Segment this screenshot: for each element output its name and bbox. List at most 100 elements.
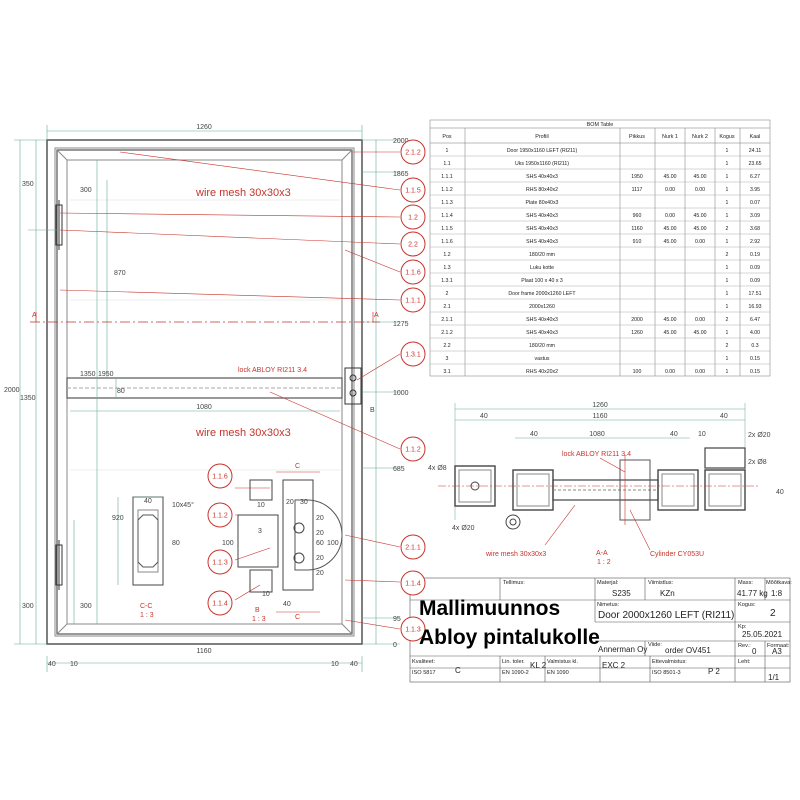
bom-cell: 1.1.2 [441, 187, 453, 193]
bom-cell: 1.1.5 [441, 226, 453, 232]
callout-bubble-circle [400, 204, 426, 230]
section-aa-leaders [544, 457, 651, 551]
tb-kvaliteet: ISO 5817 [412, 670, 436, 676]
bom-cell: 2 [446, 291, 449, 297]
bom-cell: 2000 [631, 317, 643, 323]
aa-dim-1080: 1080 [589, 431, 605, 438]
bom-cell: 1.1.6 [441, 239, 453, 245]
bom-cell: 45.00 [694, 174, 707, 180]
tb-ettevalm-cls: P 2 [708, 667, 720, 676]
callout-bubble-circle [400, 139, 426, 165]
bom-cell: 2 [726, 343, 729, 349]
bom-cell: 1117 [632, 187, 643, 193]
callout-bubble: 1.1.4 [207, 590, 233, 616]
tb-kogus-label: Kogus: [738, 602, 756, 608]
section-b-label: B [370, 407, 375, 414]
bom-cell: 0.00 [695, 369, 705, 375]
aa-lock-label: lock ABLOY RI211 3.4 [562, 451, 631, 458]
headline-line-1: Mallimuunnos [419, 597, 561, 620]
bom-cell: 0.00 [695, 187, 705, 193]
bom-header-cell: Kogus [719, 134, 735, 140]
tb-tellimus-label: Tellimus: [503, 580, 525, 586]
bom-cell: 180/20 mm [529, 252, 555, 258]
tb-viimistlus: KZn [660, 589, 675, 598]
callout-bubble-label: 2.1.1 [405, 544, 421, 551]
tb-nimetus: Door 2000x1260 LEFT (RI211) [598, 610, 734, 621]
dim-left-350: 350 [22, 181, 34, 188]
dim-right-1000: 1000 [393, 390, 409, 397]
tb-moot: 1:8 [771, 589, 783, 598]
bom-cell: Door frame 2000x1260 LEFT [508, 291, 576, 297]
tb-rev-label: Rev.: [738, 643, 751, 649]
callout-bubble-circle [400, 436, 426, 462]
b-dim-100r: 100 [327, 540, 339, 547]
tb-viimistlus-label: Viimistlus: [648, 580, 674, 586]
bom-cell: 2.1.2 [441, 330, 453, 336]
bom-cell: 6.47 [750, 317, 760, 323]
bom-cell: 1 [726, 330, 729, 336]
bom-cell: 0.09 [750, 278, 760, 284]
b-dim-3: 3 [258, 528, 262, 535]
detail-labels: C-C 1 : 3 40 10x45° 920 80 B 1 : 3 10 3 … [112, 463, 339, 623]
door-front-view [46, 139, 363, 645]
b-c-bottom: C [295, 614, 300, 621]
aa-scale: 1 : 2 [597, 559, 611, 566]
dim-bottom-40-right: 40 [350, 661, 358, 668]
bom-cell: 1 [726, 278, 729, 284]
bom-cell: SHS 40x40x3 [526, 226, 558, 232]
bom-cell: 1.1.3 [441, 200, 453, 206]
dim-top-width: 1260 [196, 124, 212, 131]
bom-cell: 0.15 [750, 369, 760, 375]
callout-bubble-label: 1.1.4 [212, 600, 228, 607]
aa-dim-1160: 1160 [592, 413, 607, 420]
callout-bubble-circle [400, 231, 426, 257]
section-aa-labels: 1260 40 1160 40 40 1080 40 10 2x Ø20 2x … [428, 402, 784, 566]
bom-cell: 45.00 [664, 174, 677, 180]
bom-cell: 0.00 [665, 187, 675, 193]
dim-bottom-10-right: 10 [331, 661, 339, 668]
bom-cell: 1 [726, 239, 729, 245]
bom-cell: Luku kotte [530, 265, 554, 271]
bom-cell: 3.95 [750, 187, 760, 193]
dim-inner-80: 80 [117, 388, 125, 395]
cc-scale: 1 : 3 [140, 612, 154, 619]
bom-cell: 45.00 [664, 317, 677, 323]
tb-kp: 25.05.2021 [742, 630, 783, 639]
leader-lines [59, 151, 401, 630]
aa-dim-40c: 40 [530, 431, 538, 438]
b-dim-100: 100 [222, 540, 234, 547]
callout-bubble-label: 2.1.2 [405, 149, 421, 156]
tb-mass-label: Mass: [738, 580, 753, 586]
bom-cell: 1260 [631, 330, 643, 336]
aa-mesh-label: wire mesh 30x30x3 [485, 551, 546, 558]
aa-holes-right: 2x Ø20 [748, 432, 771, 439]
callout-bubble: 1.3.1 [400, 341, 426, 367]
bom-cell: Uks 1950x1160 (RI211) [515, 161, 569, 167]
bom-header-cell: Pos [442, 134, 452, 140]
callout-bubble-label: 1.1.3 [405, 626, 421, 633]
dim-inner-1950: 1950 [98, 371, 114, 378]
tb-viide-label: Viide: [648, 642, 662, 648]
bom-cell: 100 [633, 369, 642, 375]
bom-cell: 1 [726, 291, 729, 297]
b-title: B [255, 607, 260, 614]
tb-valmistus-label: Valmistus kl. [547, 659, 578, 665]
cc-dim-80: 80 [172, 540, 180, 547]
aa-title: A-A [596, 550, 608, 557]
dim-right-1865: 1865 [393, 171, 409, 178]
b-dim-20d: 20 [316, 555, 324, 562]
bom-cell: 960 [633, 213, 642, 219]
bom-cell: 1 [726, 161, 729, 167]
title-block-text: Tellimus: Materjal: S235 Viimistlus: KZn… [412, 580, 792, 682]
bom-cell: SHS 40x40x3 [526, 330, 558, 336]
callout-bubble: 1.1.1 [400, 287, 426, 313]
bom-cell: 2.92 [750, 239, 760, 245]
callout-bubble-label: 1.3.1 [405, 351, 421, 358]
bom-header-cell: Nurk 2 [692, 134, 708, 140]
callout-bubble-circle [400, 534, 426, 560]
